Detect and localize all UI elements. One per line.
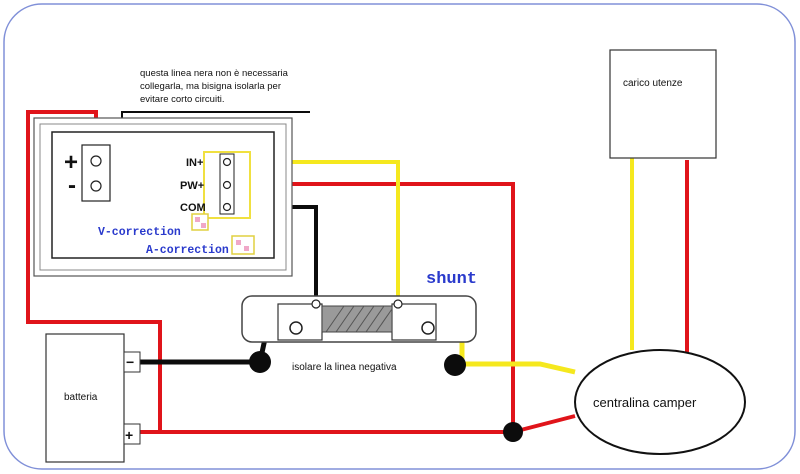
battery-plus-label: + xyxy=(125,427,133,443)
battery-label: batteria xyxy=(64,392,98,403)
in-plus-terminal xyxy=(222,157,232,167)
battery-plus-terminal xyxy=(123,423,141,445)
shunt-right-signal-screw xyxy=(393,299,403,309)
a-correction-trimmer xyxy=(231,235,255,255)
camper-label: centralina camper xyxy=(593,395,697,410)
negative-junction-left xyxy=(249,351,271,373)
meter-minus-label: - xyxy=(68,172,76,199)
com-terminal xyxy=(222,202,232,212)
pw-plus-label: PW+ xyxy=(180,180,204,192)
negative-junction-right xyxy=(444,354,466,376)
battery: − + xyxy=(45,333,141,463)
camper-controller xyxy=(574,349,746,455)
meter-plus-label: + xyxy=(64,149,78,176)
red-wire-pw-to-junction xyxy=(226,182,515,432)
load-label: carico utenze xyxy=(623,78,683,89)
in-plus-label: IN+ xyxy=(186,157,203,169)
shunt xyxy=(241,295,477,343)
load-box xyxy=(609,49,717,159)
note-line-1: questa linea nera non è necessaria xyxy=(140,68,289,79)
meter: + - IN+ PW+ COM V-correction A-correctio… xyxy=(33,117,293,277)
battery-minus-terminal xyxy=(123,351,141,373)
meter-plus-terminal xyxy=(90,155,102,167)
meter-minus-terminal xyxy=(90,180,102,192)
isolate-label: isolare la linea negativa xyxy=(292,362,397,373)
a-correction-label: A-correction xyxy=(146,244,229,257)
v-correction-label: V-correction xyxy=(98,226,181,239)
com-label: COM xyxy=(180,202,206,214)
red-wire-junction-to-camper xyxy=(512,414,576,434)
outer-frame xyxy=(3,3,796,470)
note-line-2: collegarla, ma bisigna isolarla per xyxy=(140,81,281,92)
shunt-right-bolt xyxy=(421,321,435,335)
battery-minus-label: − xyxy=(126,354,134,370)
note-line-3: evitare corto circuiti. xyxy=(140,94,224,105)
shunt-label: shunt xyxy=(426,270,477,289)
shunt-left-signal-screw xyxy=(311,299,321,309)
pw-plus-terminal xyxy=(222,180,232,190)
shunt-left-bolt xyxy=(289,321,303,335)
positive-junction xyxy=(503,422,523,442)
